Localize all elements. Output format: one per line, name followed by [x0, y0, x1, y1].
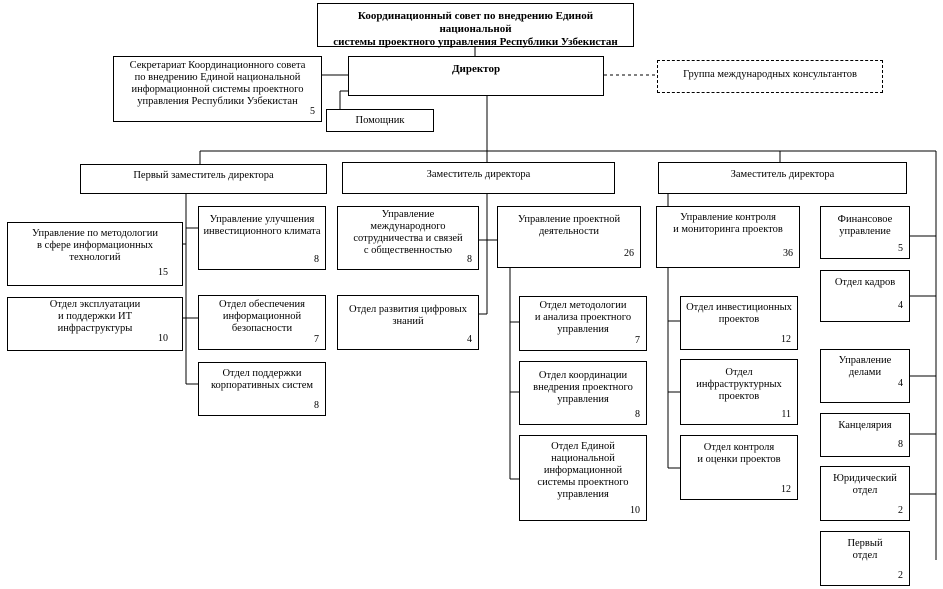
unit-pm-coord: Отдел координации внедрения проектного у… — [519, 361, 647, 425]
first-deputy-label: Первый заместитель директора — [133, 170, 274, 181]
unit-invest-climate-label: Управление улучшения инвестиционного кли… — [203, 214, 321, 237]
secretariat-count: 5 — [310, 106, 315, 117]
unit-admin: Управление делами 4 — [820, 349, 910, 403]
assistant-box: Помощник — [326, 109, 434, 132]
unit-invest-climate-count: 8 — [314, 254, 319, 265]
unit-eval-proj-count: 12 — [781, 484, 791, 495]
unit-finance-label: Финансовое управление — [837, 214, 893, 237]
unit-eval-proj: Отдел контроля и оценки проектов 12 — [680, 435, 798, 500]
unit-pm-method-count: 7 — [635, 335, 640, 346]
unit-first-dept-count: 2 — [898, 570, 903, 581]
unit-info-security-count: 7 — [314, 334, 319, 345]
unit-it-infra-count: 10 — [158, 333, 168, 344]
unit-chancery: Канцелярия 8 — [820, 413, 910, 457]
unit-control-label: Управление контроля и мониторинга проект… — [673, 212, 783, 235]
council-label: Координационный совет по внедрению Едино… — [333, 10, 618, 48]
secretariat-box: Секретариат Координационного совета по в… — [113, 56, 322, 122]
unit-control: Управление контроля и мониторинга проект… — [656, 206, 800, 268]
unit-eval-proj-label: Отдел контроля и оценки проектов — [697, 442, 781, 465]
unit-infra-proj: Отдел инфраструктурных проектов 11 — [680, 359, 798, 425]
unit-invest-proj: Отдел инвестиционных проектов 12 — [680, 296, 798, 350]
deputy-2-box: Заместитель директора — [342, 162, 615, 194]
unit-invest-proj-label: Отдел инвестиционных проектов — [686, 302, 792, 325]
council-box: Координационный совет по внедрению Едино… — [317, 3, 634, 48]
unit-intl-coop-label: Управление международного сотрудничества… — [353, 209, 463, 256]
unit-intl-coop: Управление международного сотрудничества… — [337, 206, 479, 270]
unit-control-count: 36 — [783, 248, 793, 259]
unit-project-mgmt: Управление проектной деятельности 26 — [497, 206, 641, 268]
unit-pm-coord-label: Отдел координации внедрения проектного у… — [533, 370, 633, 405]
unit-info-security-label: Отдел обеспечения информационной безопас… — [219, 299, 305, 334]
unit-invest-climate: Управление улучшения инвестиционного кли… — [198, 206, 326, 270]
unit-digital: Отдел развития цифровых знаний 4 — [337, 295, 479, 350]
unit-hr-label: Отдел кадров — [834, 277, 896, 288]
unit-pm-method-label: Отдел методологии и анализа проектного у… — [534, 300, 632, 335]
consultants-label: Группа международных консультантов — [683, 69, 857, 80]
unit-it-infra-label: Отдел эксплуатации и поддержки ИТ инфрас… — [49, 299, 141, 334]
unit-legal-label: Юридический отдел — [833, 473, 897, 496]
unit-pm-coord-count: 8 — [635, 409, 640, 420]
unit-pm-system-label: Отдел Единой национальной информационной… — [537, 441, 629, 500]
consultants-box: Группа международных консультантов — [657, 60, 883, 93]
deputy-2-label: Заместитель директора — [426, 169, 531, 180]
unit-corp-systems-label: Отдел поддержки корпоративных систем — [210, 368, 314, 391]
deputy-3-label: Заместитель директора — [730, 169, 835, 180]
unit-legal: Юридический отдел 2 — [820, 466, 910, 521]
unit-digital-label: Отдел развития цифровых знаний — [348, 304, 467, 327]
secretariat-label: Секретариат Координационного совета по в… — [129, 60, 306, 107]
unit-project-mgmt-label: Управление проектной деятельности — [517, 214, 621, 237]
unit-finance: Финансовое управление 5 — [820, 206, 910, 259]
unit-pm-method: Отдел методологии и анализа проектного у… — [519, 296, 647, 351]
unit-chancery-label: Канцелярия — [838, 420, 892, 431]
unit-intl-coop-count: 8 — [467, 254, 472, 265]
unit-first-dept-label: Первый отдел — [847, 538, 883, 561]
unit-chancery-count: 8 — [898, 439, 903, 450]
unit-corp-systems-count: 8 — [314, 400, 319, 411]
unit-pm-system-count: 10 — [630, 505, 640, 516]
unit-infra-proj-label: Отдел инфраструктурных проектов — [696, 367, 782, 402]
unit-admin-label: Управление делами — [838, 355, 892, 378]
unit-invest-proj-count: 12 — [781, 334, 791, 345]
unit-legal-count: 2 — [898, 505, 903, 516]
unit-hr-count: 4 — [898, 300, 903, 311]
director-label: Директор — [451, 63, 501, 75]
assistant-label: Помощник — [355, 115, 405, 126]
unit-project-mgmt-count: 26 — [624, 248, 634, 259]
unit-infra-proj-count: 11 — [781, 409, 791, 420]
first-deputy-box: Первый заместитель директора — [80, 164, 327, 194]
deputy-3-box: Заместитель директора — [658, 162, 907, 194]
unit-finance-count: 5 — [898, 243, 903, 254]
unit-hr: Отдел кадров 4 — [820, 270, 910, 322]
director-box: Директор — [348, 56, 604, 96]
unit-info-security: Отдел обеспечения информационной безопас… — [198, 295, 326, 350]
unit-method-it-count: 15 — [158, 267, 168, 278]
unit-first-dept: Первый отдел 2 — [820, 531, 910, 586]
unit-it-infra: Отдел эксплуатации и поддержки ИТ инфрас… — [7, 297, 183, 351]
unit-pm-system: Отдел Единой национальной информационной… — [519, 435, 647, 521]
unit-method-it: Управление по методологии в сфере информ… — [7, 222, 183, 286]
unit-digital-count: 4 — [467, 334, 472, 345]
unit-method-it-label: Управление по методологии в сфере информ… — [32, 228, 158, 263]
unit-corp-systems: Отдел поддержки корпоративных систем 8 — [198, 362, 326, 416]
unit-admin-count: 4 — [898, 378, 903, 389]
